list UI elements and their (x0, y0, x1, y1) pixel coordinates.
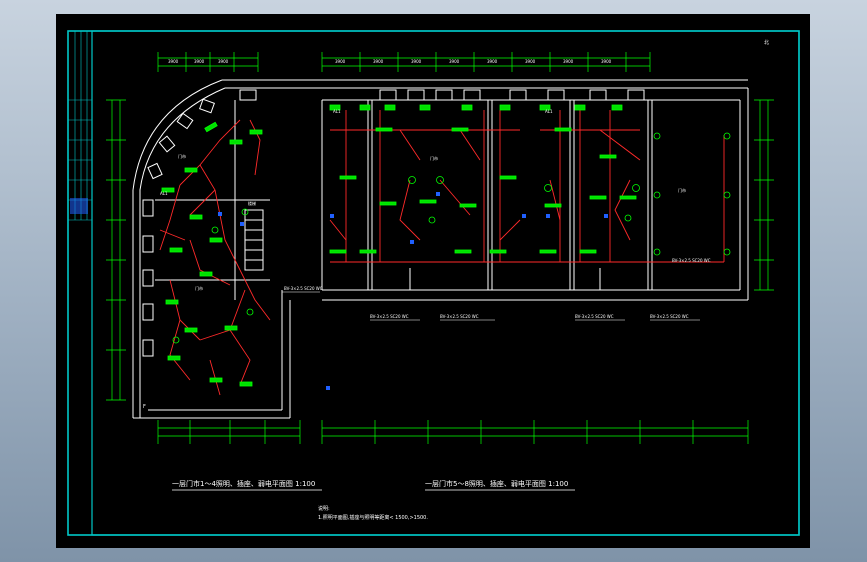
column-mark: F (143, 404, 146, 410)
dimension-lines-bottom (157, 420, 749, 444)
dim-label: 3900 (194, 59, 205, 64)
outer-frame (67, 30, 800, 536)
building-walls (132, 79, 749, 419)
dim-label: 3900 (449, 59, 460, 64)
inner-frame (91, 30, 800, 536)
note-heading: 说明: (318, 505, 330, 512)
drawing-sheet (56, 14, 810, 548)
panel-label: AL1 (545, 109, 553, 114)
note-leaders (282, 291, 700, 321)
dim-label: 3900 (525, 59, 536, 64)
wiring-runs (159, 110, 725, 396)
panel-label: AL1 (333, 109, 341, 114)
dim-label: 3900 (563, 59, 574, 64)
drawing-title-left: 一层门市1～4照明、插座、弱电平面图 1:100 (172, 479, 315, 488)
title-strip-stamp (70, 198, 88, 214)
north-mark: 北 (764, 39, 769, 46)
dim-label: 3900 (601, 59, 612, 64)
dim-label: 3900 (218, 59, 229, 64)
room-label: 门市 (195, 285, 203, 291)
room-label: 门市 (430, 155, 438, 161)
socket-markers (218, 192, 608, 390)
light-fixtures (161, 104, 731, 387)
dimension-lines-top (157, 52, 651, 72)
dim-label: 3900 (168, 59, 179, 64)
room-label: 门市 (678, 187, 686, 193)
dim-label: 3900 (335, 59, 346, 64)
title-strip (68, 31, 92, 221)
panel-label: AL1 (160, 191, 168, 196)
dim-label: 3900 (487, 59, 498, 64)
branch-note: BV-3×2.5 SC20 WC (284, 286, 323, 291)
branch-note: BV-3×2.5 SC20 WC (672, 258, 711, 263)
dim-label: 3900 (411, 59, 422, 64)
dim-label: 3900 (373, 59, 384, 64)
stair-label: 楼梯 (248, 200, 256, 206)
drawing-title-right: 一层门市5～8照明、插座、弱电平面图 1:100 (425, 479, 568, 488)
note-text: 1.照明平面图,插座与照明等距离< 1500,>1500. (318, 514, 428, 521)
dimension-lines-side (106, 99, 774, 401)
branch-note: BV-3×2.5 SC20 WC (575, 314, 614, 319)
branch-note: BV-3×2.5 SC20 WC (370, 314, 409, 319)
branch-note: BV-3×2.5 SC20 WC (650, 314, 689, 319)
branch-note: BV-3×2.5 SC20 WC (440, 314, 479, 319)
room-label: 门市 (178, 153, 186, 159)
